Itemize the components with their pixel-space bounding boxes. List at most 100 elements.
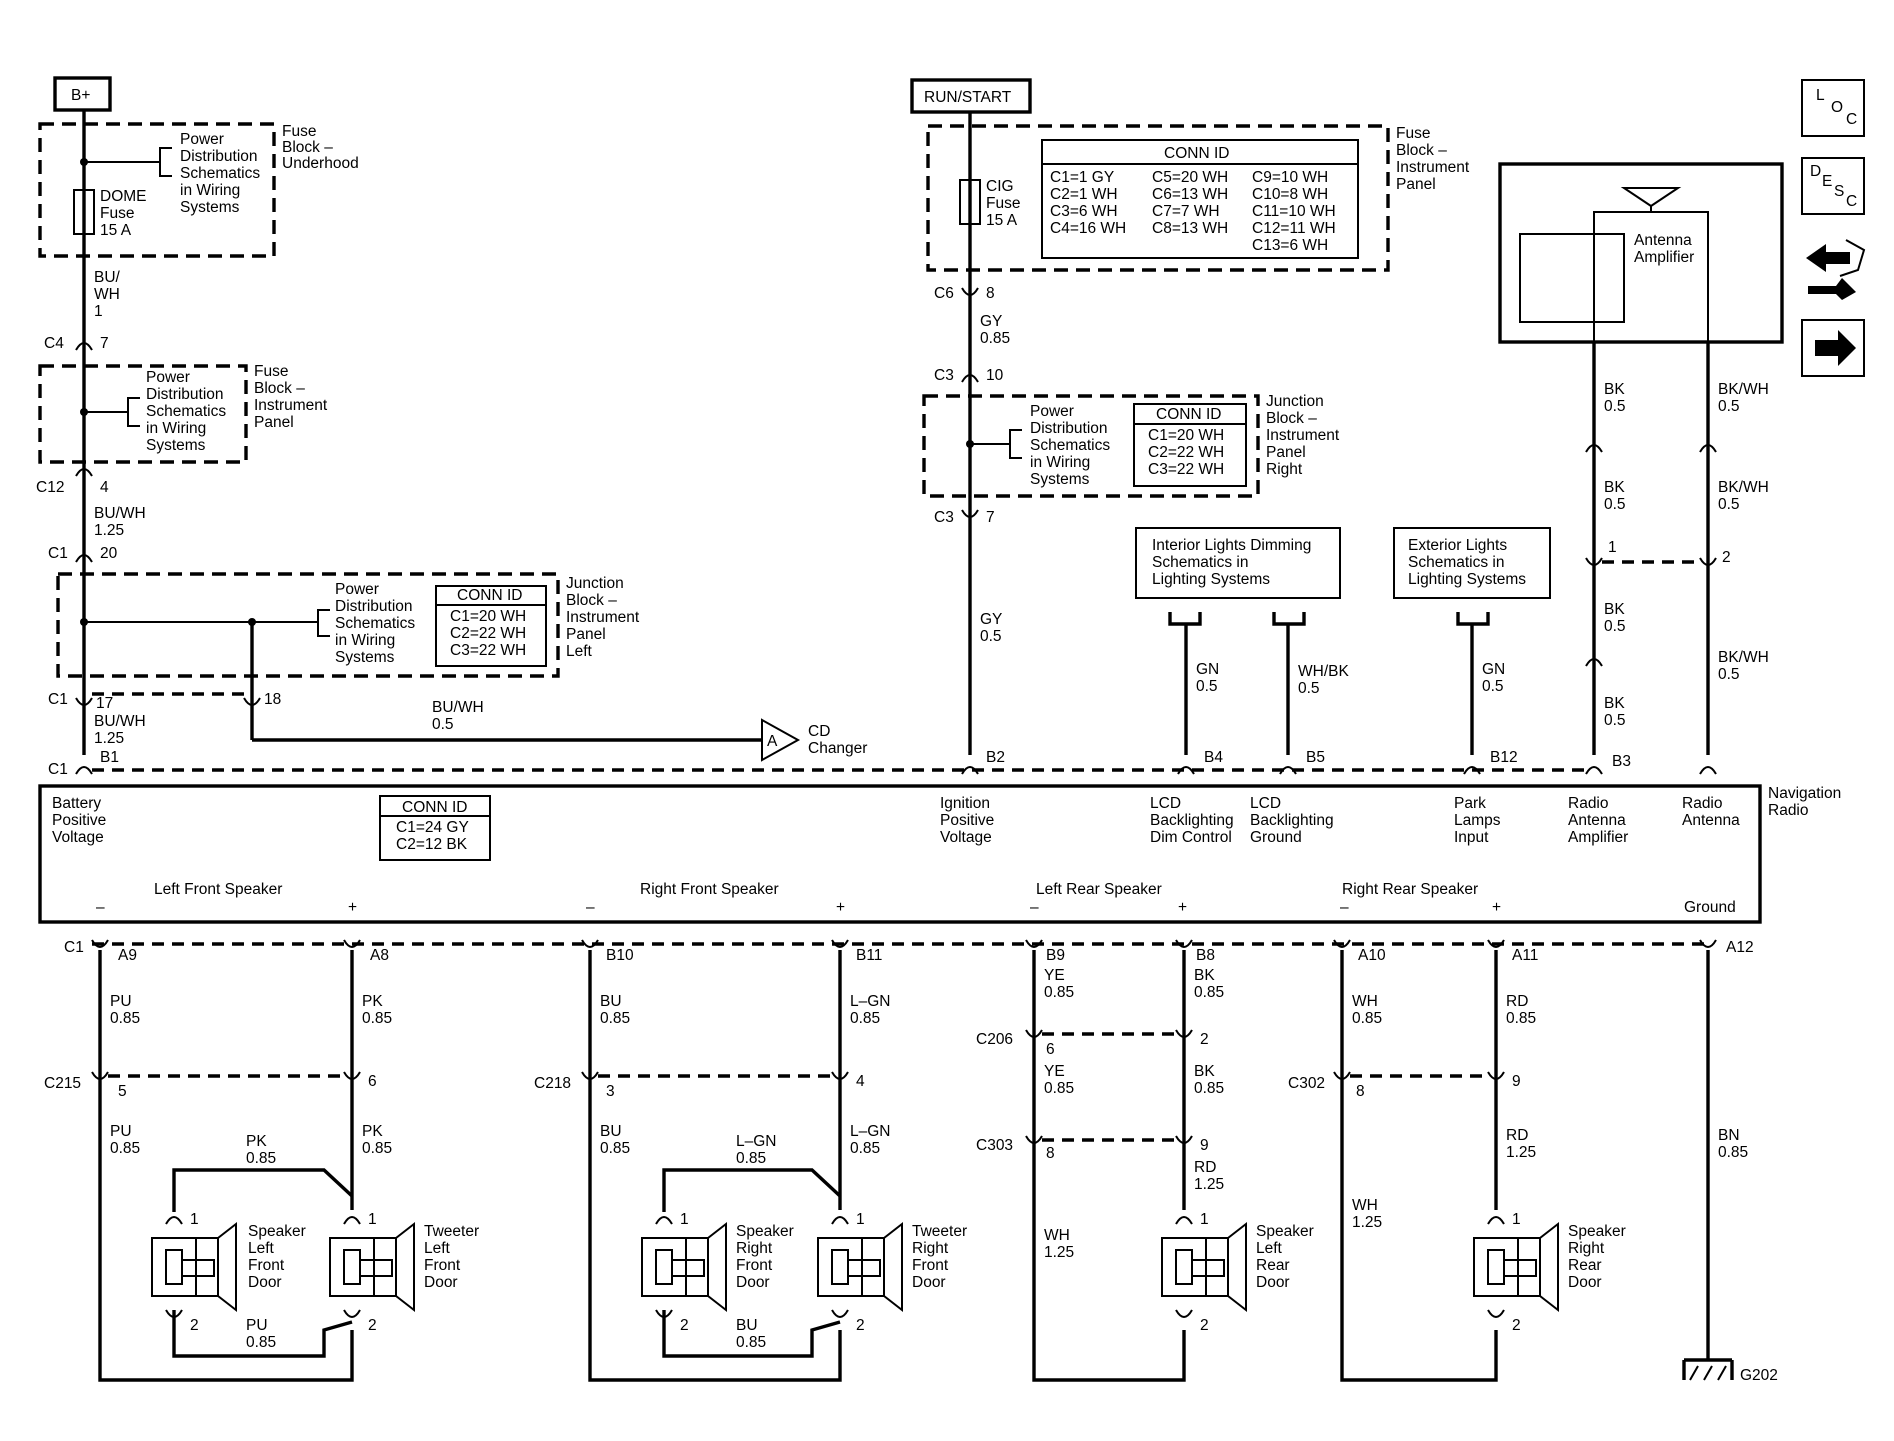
svg-text:Dim Control: Dim Control [1150,829,1232,846]
svg-text:CONN ID: CONN ID [1164,145,1229,162]
svg-text:0.5: 0.5 [432,716,454,733]
svg-text:in Wiring: in Wiring [180,182,240,199]
speaker-right-front-door: 1 2 Speaker Right Front Door [641,1211,794,1334]
svg-text:0.85: 0.85 [362,1010,392,1027]
svg-text:Right: Right [912,1240,949,1257]
svg-text:+: + [348,899,357,916]
conn-id-table-ip: CONN ID C1=1 GY C2=1 WH C3=6 WH C4=16 WH… [1041,139,1359,259]
interior-lights-ref[interactable]: Interior Lights Dimming Schematics in Li… [1135,527,1341,599]
svg-text:C: C [1846,111,1857,128]
svg-text:S: S [1834,183,1844,200]
svg-text:Battery: Battery [52,795,101,812]
svg-text:C2=12 BK: C2=12 BK [396,836,468,853]
svg-text:BK: BK [1604,601,1625,618]
svg-text:0.5: 0.5 [1604,398,1626,415]
svg-text:Radio: Radio [1768,802,1809,819]
svg-text:Fuse: Fuse [254,363,288,380]
svg-text:A11: A11 [1512,947,1538,964]
svg-text:in Wiring: in Wiring [1030,454,1090,471]
svg-text:C2=22 WH: C2=22 WH [1148,444,1224,461]
svg-text:Panel: Panel [1396,176,1436,193]
svg-text:Instrument: Instrument [254,397,328,414]
svg-text:L: L [1816,87,1825,104]
svg-text:8: 8 [986,285,995,302]
svg-text:2: 2 [680,1317,689,1334]
svg-text:Amplifier: Amplifier [1568,829,1628,846]
lower-wire-labels: PU 0.85 PK 0.85 PK 0.85 BU 0.85 L–GN 0.8… [110,1063,1748,1351]
svg-text:C218: C218 [534,1075,571,1092]
svg-text:Rear: Rear [1256,1257,1290,1274]
svg-text:Lighting Systems: Lighting Systems [1408,571,1526,588]
junction-block-ip-left [56,572,560,678]
svg-text:Door: Door [1256,1274,1290,1291]
svg-text:Left: Left [248,1240,275,1257]
svg-text:Amplifier: Amplifier [1634,249,1694,266]
exterior-lights-ref[interactable]: Exterior Lights Schematics in Lighting S… [1393,527,1551,599]
svg-text:Door: Door [248,1274,282,1291]
svg-text:CIG: CIG [986,178,1014,195]
svg-text:C1=20 WH: C1=20 WH [450,608,526,625]
power-distribution-ref-2: Power Distribution Schematics in Wiring … [84,369,226,454]
fuse-block-underhood [38,122,276,258]
svg-text:0.5: 0.5 [1718,496,1740,513]
svg-text:0.85: 0.85 [736,1334,766,1351]
svg-text:A9: A9 [118,947,137,964]
bottom-connector-row [91,939,1717,948]
svg-text:0.85: 0.85 [600,1010,630,1027]
svg-text:Underhood: Underhood [282,155,359,172]
conn-id-table-left: CONN ID C1=20 WH C2=22 WH C3=22 WH [435,585,547,667]
svg-text:0.85: 0.85 [1352,1010,1382,1027]
svg-text:B2: B2 [986,749,1005,766]
svg-text:in Wiring: in Wiring [146,420,206,437]
svg-text:C206: C206 [976,1031,1013,1048]
svg-text:Positive: Positive [940,812,994,829]
svg-text:Positive: Positive [52,812,106,829]
svg-text:C7=7 WH: C7=7 WH [1152,203,1220,220]
desc-icon[interactable]: D E S C [1801,157,1865,215]
svg-text:1.25: 1.25 [94,522,124,539]
fuse-block-underhood-label: Fuse Block – Underhood [282,123,359,172]
svg-text:Tweeter: Tweeter [912,1223,967,1240]
svg-text:0.5: 0.5 [1604,496,1626,513]
cd-changer-ref[interactable]: A CD Changer [761,718,867,762]
speaker-channel-labels: Left Front Speaker Right Front Speaker L… [96,881,1736,916]
power-distribution-ref-1: Power Distribution Schematics in Wiring … [84,131,260,216]
svg-text:Systems: Systems [1030,471,1090,488]
loc-icon[interactable]: L O C [1801,79,1865,137]
svg-text:Right: Right [1568,1240,1605,1257]
svg-text:6: 6 [368,1073,377,1090]
cd-changer-wire-label: BU/WH 0.5 [432,699,484,733]
svg-text:Input: Input [1454,829,1489,846]
svg-text:L–GN: L–GN [736,1133,777,1150]
svg-text:PU: PU [110,993,132,1010]
svg-text:0.85: 0.85 [600,1140,630,1157]
svg-text:1.25: 1.25 [94,730,124,747]
navigation-radio [38,784,1762,924]
connector-c1-17 [75,697,93,706]
junction-block-left-label: Junction Block – Instrument Panel Left [566,575,640,660]
svg-text:Speaker: Speaker [736,1223,794,1240]
svg-text:YE: YE [1044,967,1065,984]
svg-text:Systems: Systems [146,437,206,454]
svg-text:C3=22 WH: C3=22 WH [1148,461,1224,478]
bottom-pin-labels: A9 A8 B10 B11 B9 B8 A10 A11 A12 [118,939,1754,964]
svg-text:2: 2 [1200,1031,1209,1048]
svg-text:Right Rear Speaker: Right Rear Speaker [1342,881,1478,898]
svg-text:PU: PU [110,1123,132,1140]
svg-text:Panel: Panel [254,414,294,431]
connector-c6 [961,287,979,296]
svg-text:7: 7 [986,509,995,526]
wire-bu-wh-125-label: BU/WH 1.25 [94,505,146,539]
svg-text:Lighting Systems: Lighting Systems [1152,571,1270,588]
connector-tools-icon[interactable] [1806,239,1866,300]
svg-text:B12: B12 [1490,749,1518,766]
svg-text:C2=22 WH: C2=22 WH [450,625,526,642]
svg-text:C1=24 GY: C1=24 GY [396,819,469,836]
svg-text:Systems: Systems [335,649,395,666]
svg-text:Schematics: Schematics [335,615,415,632]
svg-text:C1=20 WH: C1=20 WH [1148,427,1224,444]
fuse-block-instrument-panel [38,364,248,464]
svg-text:C9=10 WH: C9=10 WH [1252,169,1328,186]
svg-text:LCD: LCD [1150,795,1181,812]
next-arrow-icon[interactable] [1801,319,1865,377]
